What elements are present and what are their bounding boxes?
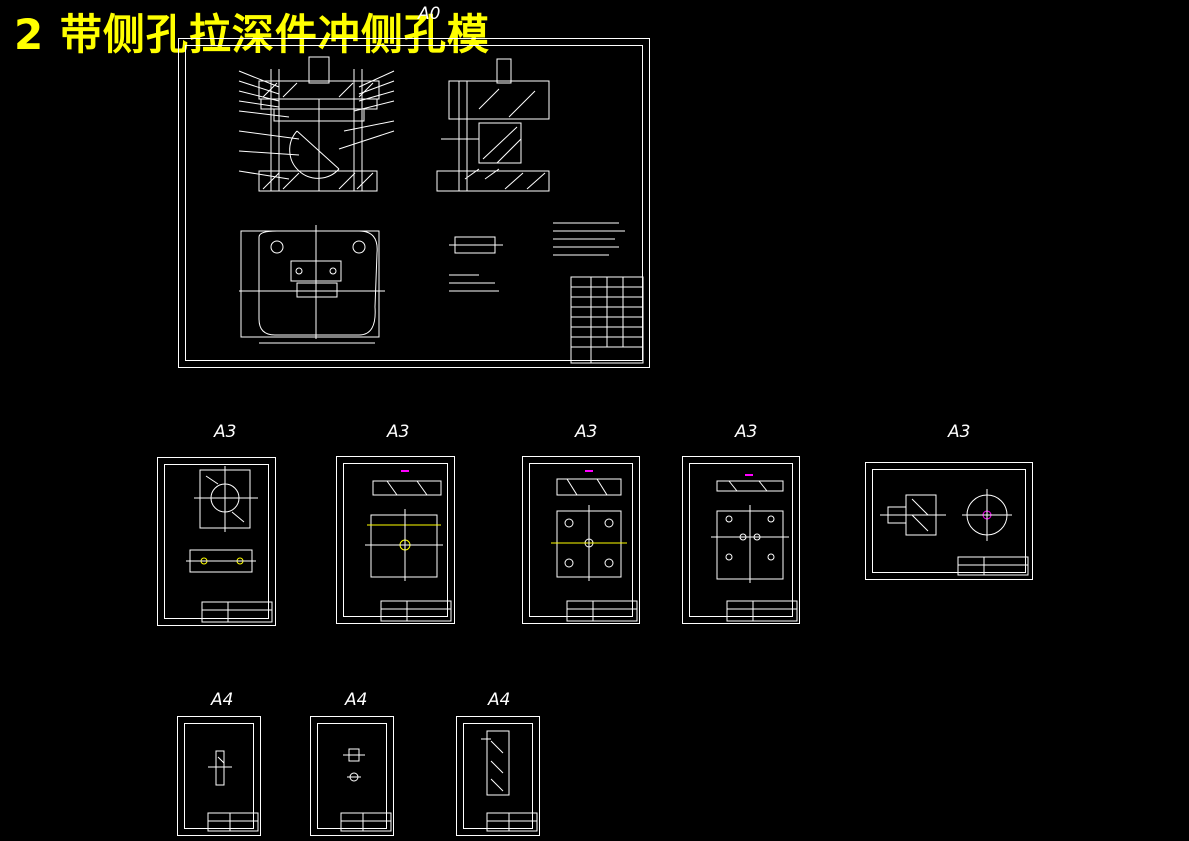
sheet-a3-5-inner-border	[872, 469, 1026, 573]
sheet-a4-1[interactable]	[177, 716, 261, 836]
assembly-drawing	[238, 56, 644, 364]
sheet-label-a3-4: A3	[735, 422, 758, 442]
part-drawing-3	[551, 470, 638, 622]
drawing-title-banner: 2 带侧孔拉深件冲侧孔模	[14, 10, 490, 59]
sheet-label-a0: A0	[418, 4, 441, 24]
sheet-a3-2[interactable]	[336, 456, 455, 624]
part-drawing-1	[186, 466, 273, 623]
part-drawing-7	[340, 748, 392, 832]
sheet-a0-assembly[interactable]	[178, 38, 650, 368]
part-drawing-4	[711, 474, 798, 622]
sheet-a4-2[interactable]	[310, 716, 394, 836]
sheet-label-a3-5: A3	[948, 422, 971, 442]
sheet-label-a4-2: A4	[345, 690, 368, 710]
sheet-a3-1[interactable]	[157, 457, 276, 626]
sheet-a4-2-inner-border	[317, 723, 387, 829]
sheet-label-a4-1: A4	[211, 690, 234, 710]
sheet-a4-1-inner-border	[184, 723, 254, 829]
sheet-a3-3-inner-border	[529, 463, 633, 617]
sheet-a3-3[interactable]	[522, 456, 640, 624]
part-drawing-5	[880, 489, 1029, 576]
sheet-a4-3[interactable]	[456, 716, 540, 836]
sheet-label-a3-2: A3	[387, 422, 410, 442]
sheet-a3-5[interactable]	[865, 462, 1033, 580]
sheet-label-a4-3: A4	[488, 690, 511, 710]
part-drawing-2	[365, 470, 452, 622]
sheet-a3-2-inner-border	[343, 463, 448, 617]
part-drawing-8	[481, 730, 538, 832]
sheet-label-a3-1: A3	[214, 422, 237, 442]
sheet-label-a3-3: A3	[575, 422, 598, 442]
sheet-a4-3-inner-border	[463, 723, 533, 829]
sheet-a0-inner-border	[185, 45, 643, 361]
sheet-a3-4[interactable]	[682, 456, 800, 624]
sheet-a3-4-inner-border	[689, 463, 793, 617]
sheet-a3-1-inner-border	[164, 464, 269, 619]
part-drawing-6	[207, 750, 259, 832]
